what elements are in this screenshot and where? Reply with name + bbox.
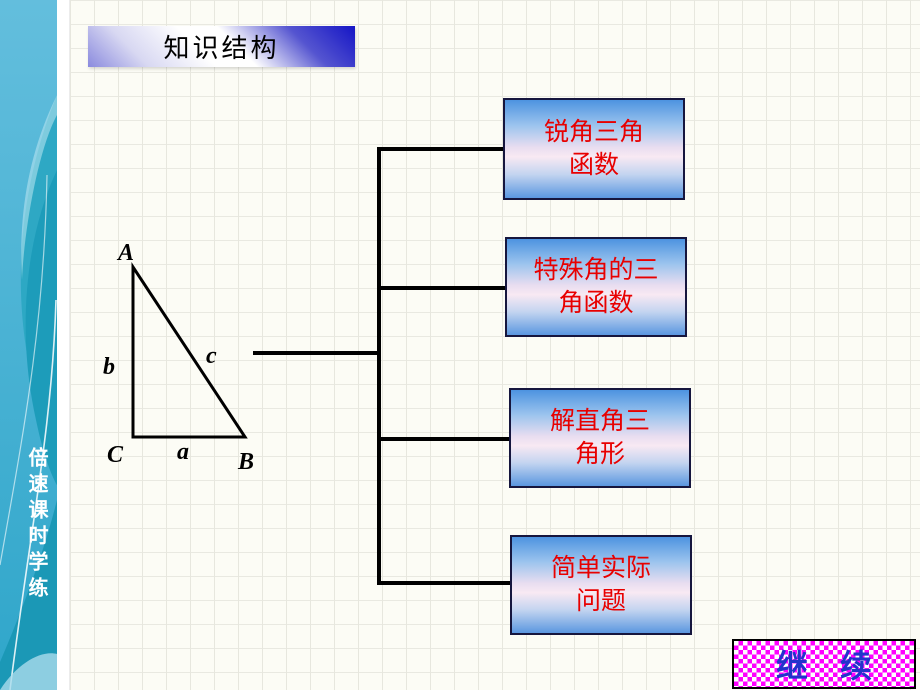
connector-branch-1 [381,147,503,151]
title-banner: 知识结构 [88,26,355,67]
node-text-line: 解直角三 [549,408,650,435]
node-special-angle-trig: 特殊角的三 角函数 [505,237,687,337]
connector-main [253,351,381,355]
vertex-label-B: B [238,449,255,475]
node-text-line: 问题 [575,588,626,615]
sidebar-swoosh-art [0,0,57,690]
right-triangle-figure [131,261,248,439]
brand-vertical-text: 倍速课时学练 [25,447,47,603]
sidebar: 倍速课时学练 [0,0,57,690]
node-text-line: 简单实际 [550,555,651,582]
node-text-line: 特殊角的三 [533,257,659,284]
node-acute-trig-functions: 锐角三角 函数 [503,98,685,200]
vertex-label-A: A [118,240,135,266]
vertex-label-C: C [107,442,124,468]
node-simple-real-problems: 简单实际 问题 [510,535,692,635]
side-label-a: a [177,439,189,465]
node-text-line: 角形 [574,441,625,468]
node-text-line: 角函数 [558,290,634,317]
connector-branch-2 [381,286,505,290]
side-label-b: b [103,354,115,380]
connector-trunk [377,147,381,585]
continue-button[interactable]: 继 续 [732,639,916,689]
side-label-c: c [206,343,217,369]
continue-button-label: 继 续 [775,648,872,684]
slide-background [70,0,920,690]
sidebar-separator [57,0,70,690]
node-solve-right-triangle: 解直角三 角形 [509,388,691,488]
page-title: 知识结构 [163,34,280,63]
connector-branch-4 [381,581,510,585]
node-text-line: 锐角三角 [543,119,644,146]
connector-branch-3 [381,437,509,441]
node-text-line: 函数 [568,152,619,179]
